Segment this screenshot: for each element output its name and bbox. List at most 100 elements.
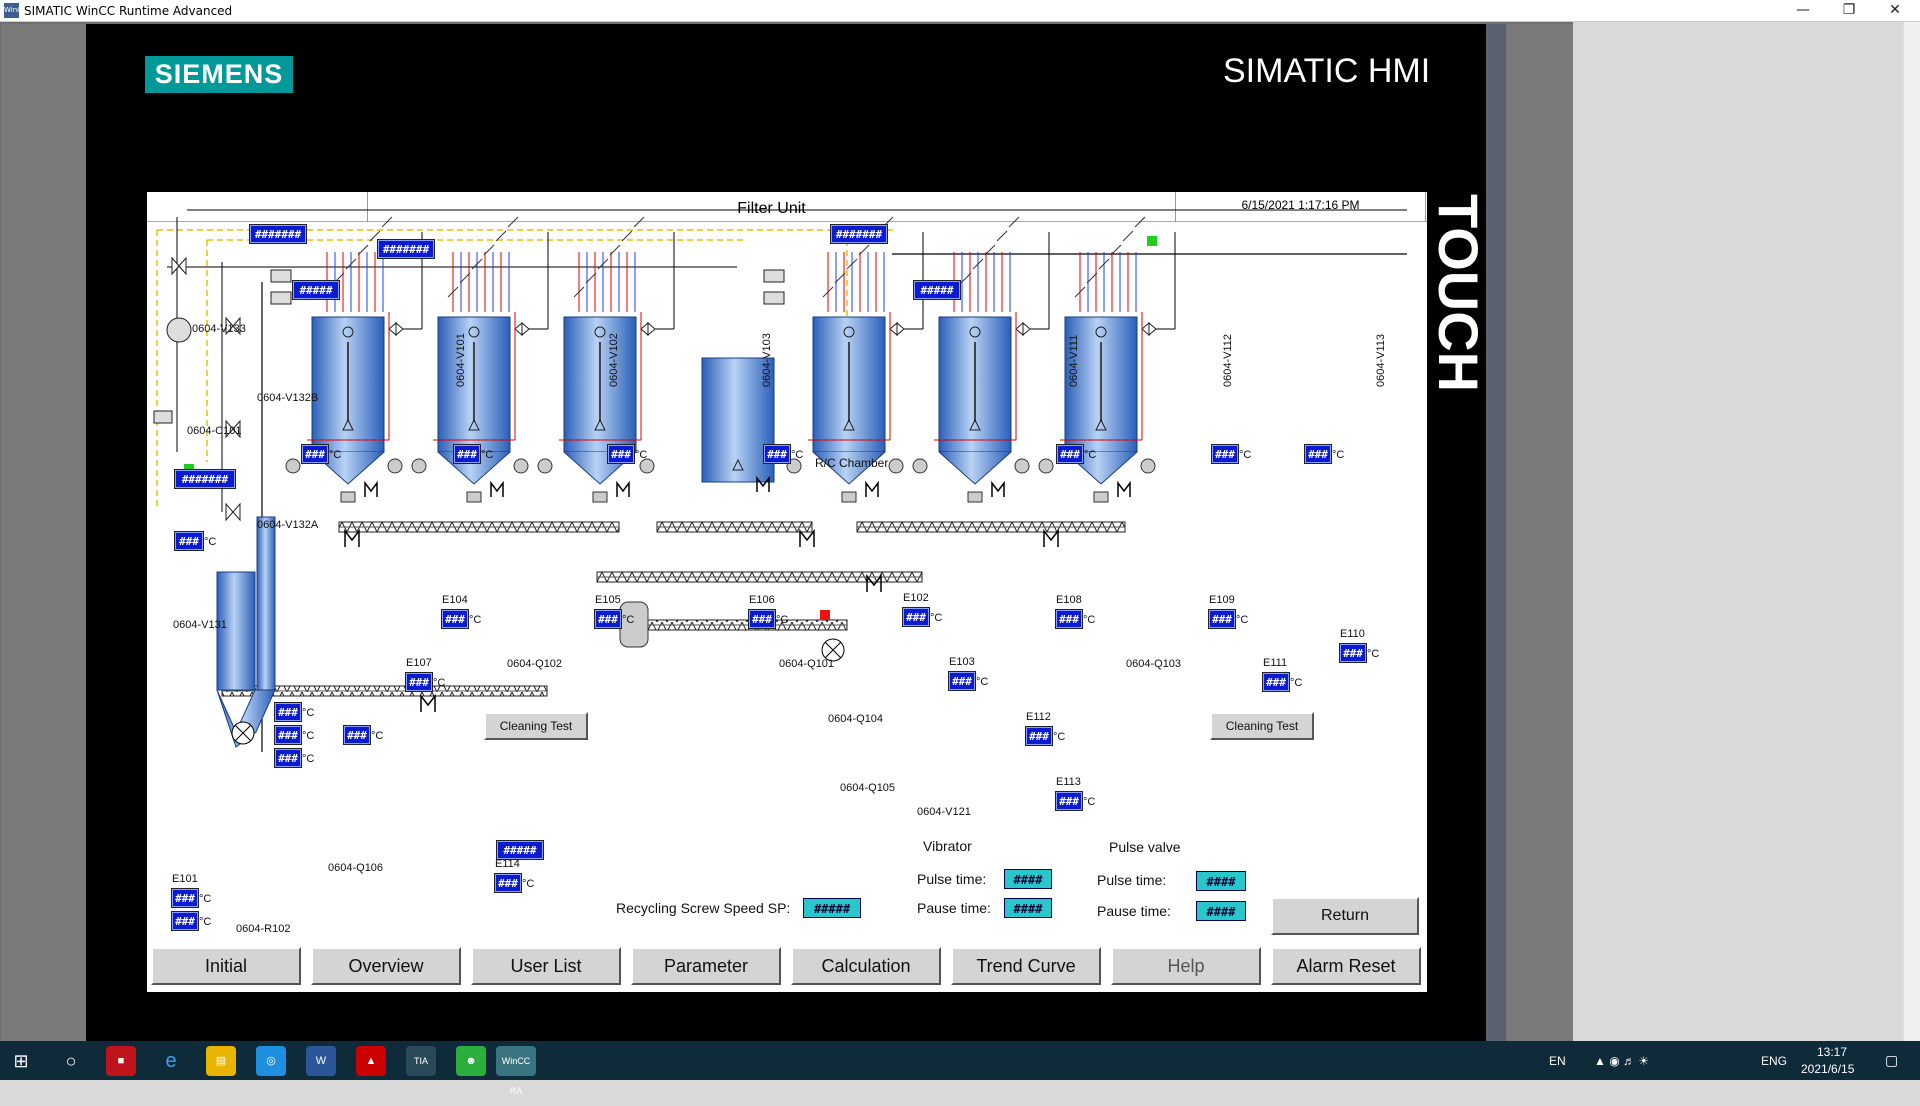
filter-valve-chain	[369, 230, 381, 242]
window-scrollbar[interactable]	[1903, 22, 1920, 1043]
pulse-valve-pause-input[interactable]: ####	[1196, 901, 1246, 921]
nav-user-list-button[interactable]: User List	[471, 947, 621, 985]
screw-label: 0604-Q102	[507, 658, 563, 670]
unit-label: °C	[469, 614, 482, 626]
cleaning-test-button[interactable]: Cleaning Test	[484, 712, 588, 740]
motor-label: E109	[1209, 594, 1235, 606]
temp-display: ###	[1304, 444, 1332, 464]
unit-label: °C	[204, 536, 217, 548]
product-label: SIMATIC HMI	[1223, 52, 1431, 90]
heater-icon	[763, 269, 785, 283]
windows-start-icon[interactable]: ⊞	[13, 1051, 29, 1071]
siemens-logo: SIEMENS	[145, 56, 293, 93]
search-icon[interactable]: ○	[65, 1051, 77, 1071]
pump-v-icon	[639, 458, 655, 474]
filter-valve-chain	[495, 230, 507, 242]
tray-icons[interactable]: ▲ ◉ ♬ ☀	[1594, 1054, 1650, 1068]
clock-date[interactable]: 2021/6/15	[1801, 1062, 1855, 1076]
unit-label: °C	[1367, 648, 1380, 660]
filter-valve-chain	[483, 244, 495, 256]
rotary-valve-icon	[841, 491, 857, 503]
pump-v-icon	[387, 458, 403, 474]
minimize-icon[interactable]: —	[1796, 2, 1810, 18]
nav-overview-button[interactable]: Overview	[311, 947, 461, 985]
screw-label: 0604-Q106	[328, 862, 384, 874]
pump-v-icon	[786, 458, 802, 474]
rotary-valve-icon	[824, 641, 842, 659]
vibrator-pause-input[interactable]: ####	[1004, 898, 1052, 918]
windows-taskbar: ⊞ ○ ■ e ▤ ◎ W ▲ TIA ☻ WinCC RA EN ▲ ◉ ♬ …	[0, 1041, 1920, 1096]
unit-label: °C	[302, 707, 315, 719]
motor-icon	[799, 528, 815, 547]
status-indicator	[1147, 236, 1157, 246]
motor-label: E107	[406, 657, 432, 669]
vent-icon	[1095, 326, 1107, 338]
browser-icon[interactable]: e	[165, 1050, 177, 1072]
value-display: #####	[913, 280, 961, 300]
close-icon[interactable]: ✕	[1889, 2, 1901, 18]
notification-icon[interactable]: ▢	[1885, 1052, 1899, 1068]
language-indicator[interactable]: ENG	[1761, 1054, 1788, 1068]
filter-valve-chain	[846, 258, 858, 270]
unit-label: °C	[199, 916, 212, 928]
vibrator-pulse-input[interactable]: ####	[1004, 869, 1052, 889]
unit-label: °C	[522, 878, 535, 890]
nav-help-button[interactable]: Help	[1111, 947, 1261, 985]
level-icon	[468, 418, 480, 431]
process-diagram	[153, 209, 1407, 752]
temp-display: ###	[763, 444, 791, 464]
nav-alarm-reset-button[interactable]: Alarm Reset	[1271, 947, 1421, 985]
valve-icon	[889, 321, 905, 337]
filter-valve-label: 0604-V111	[1068, 334, 1080, 387]
unit-label: °C	[1332, 449, 1345, 461]
unit-label: °C	[433, 677, 446, 689]
temp-display: ###	[1208, 609, 1236, 629]
app-icon[interactable]: ■	[106, 1046, 136, 1076]
temp-display: ###	[343, 725, 371, 745]
filter-vessel	[411, 216, 549, 503]
wincc-taskbar-icon[interactable]: WinCC RA	[496, 1046, 536, 1096]
valve-label: 0604-V132A	[257, 519, 319, 531]
wechat-icon[interactable]: ☻	[456, 1046, 486, 1076]
filter-valve-chain	[834, 272, 846, 284]
temp-display: ###	[748, 609, 776, 629]
nav-trend-curve-button[interactable]: Trend Curve	[951, 947, 1101, 985]
touch-label: TOUCH	[1427, 194, 1490, 393]
pump-v-icon	[411, 458, 427, 474]
filter-valve-chain	[1008, 216, 1020, 228]
unit-label: °C	[1236, 614, 1249, 626]
restore-icon[interactable]: ❐	[1842, 2, 1856, 18]
return-button[interactable]: Return	[1271, 897, 1419, 935]
nav-parameter-button[interactable]: Parameter	[631, 947, 781, 985]
rotary-feeder-icon	[234, 724, 252, 742]
unit-label: °C	[1239, 449, 1252, 461]
wincc-app-icon: WinCC RA	[4, 3, 27, 29]
nav-initial-button[interactable]: Initial	[151, 947, 301, 985]
nav-calculation-button[interactable]: Calculation	[791, 947, 941, 985]
motor-icon	[490, 480, 504, 497]
filter-cone	[812, 451, 886, 485]
chat-icon[interactable]: ◎	[256, 1046, 286, 1076]
valve-label: 0604-V132B	[257, 392, 319, 404]
recycling-speed-input[interactable]: #####	[803, 898, 861, 918]
clock-time[interactable]: 13:17	[1817, 1045, 1848, 1059]
folder-icon[interactable]: ▤	[206, 1046, 236, 1076]
screen-datetime: 6/15/2021 1:17:16 PM	[1176, 192, 1426, 222]
vibrator-title: Vibrator	[923, 838, 972, 854]
filter-valve-label: 0604-V103	[761, 333, 773, 387]
warning-app-icon[interactable]: ▲	[356, 1046, 386, 1076]
filter-valve-chain	[621, 230, 633, 242]
valve-label: 0604-V121	[917, 806, 971, 818]
pulse-valve-pulse-label: Pulse time:	[1097, 872, 1167, 888]
cleaning-test-button[interactable]: Cleaning Test	[1210, 712, 1314, 740]
temp-display: ###	[171, 911, 199, 931]
ime-indicator[interactable]: EN	[1549, 1054, 1566, 1068]
pulse-valve-pulse-input[interactable]: ####	[1196, 871, 1246, 891]
temp-display: ###	[171, 888, 199, 908]
word-icon[interactable]: W	[306, 1046, 336, 1076]
tia-portal-icon[interactable]: TIA	[406, 1046, 436, 1076]
filter-valve-chain	[471, 258, 483, 270]
compressor-icon	[166, 317, 192, 343]
filter-valve-chain	[960, 272, 972, 284]
window-titlebar: WinCC RA SIMATIC WinCC Runtime Advanced …	[0, 0, 1920, 29]
